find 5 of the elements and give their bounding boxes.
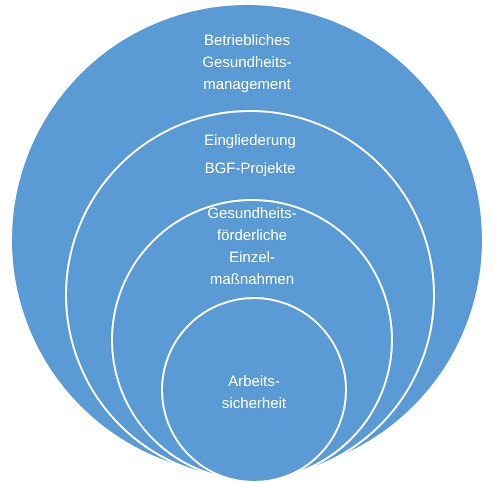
circle-label: Eingliederung <box>204 131 296 151</box>
circle-label: Arbeits- sicherheit <box>220 372 288 414</box>
circle-label: BGF-Projekte <box>204 159 296 179</box>
circle-label: Gesundheits- förderliche Einzel- maßnahmen <box>206 204 298 290</box>
circle-label: Betriebliches Gesundheits- management <box>201 31 293 95</box>
